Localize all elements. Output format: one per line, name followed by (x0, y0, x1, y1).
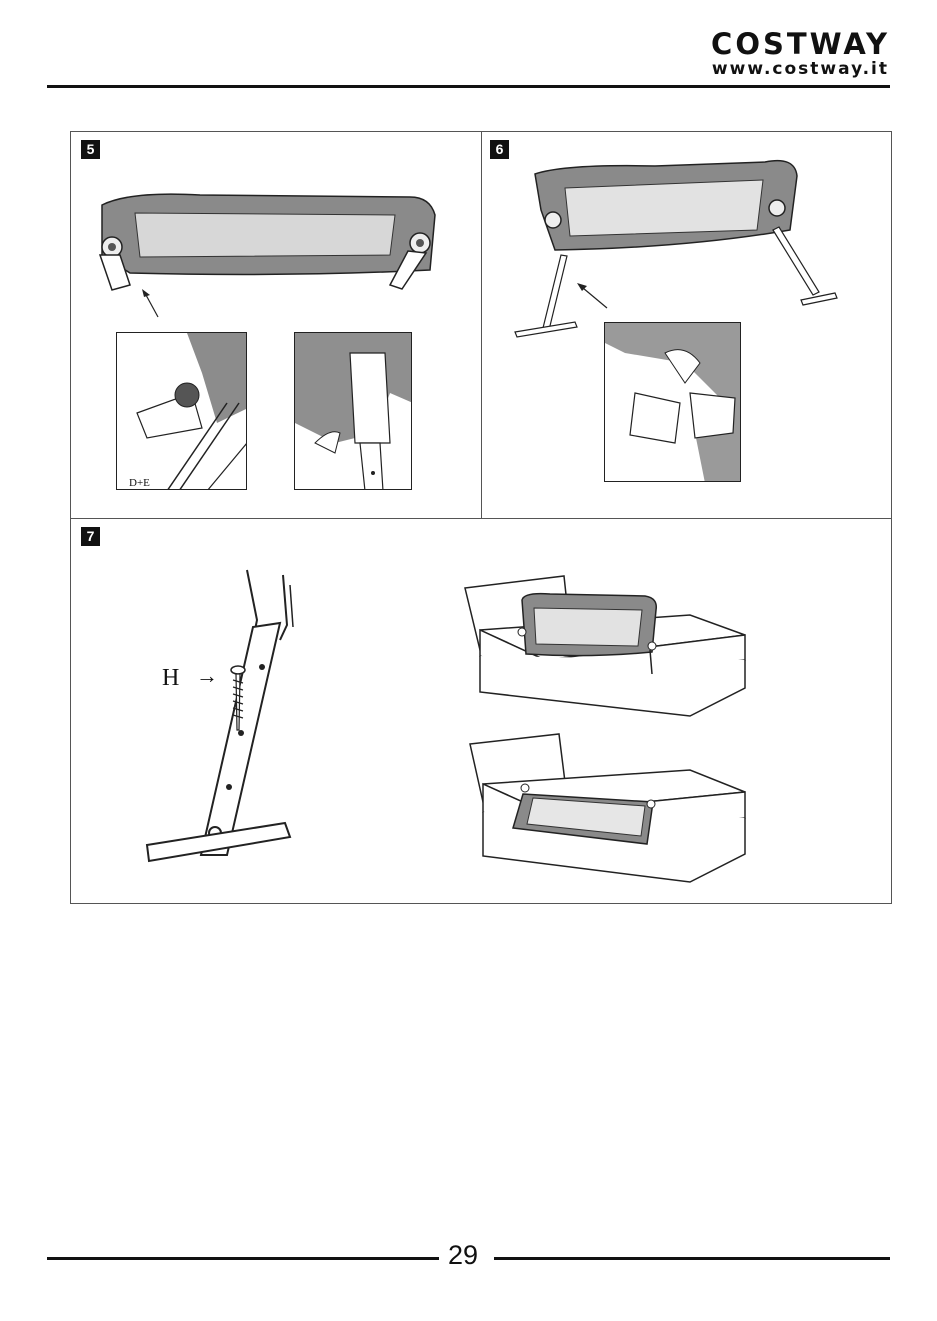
website-url: www.costway.it (712, 61, 889, 78)
footer-rule-right (494, 1257, 890, 1260)
page-number: 29 (448, 1240, 478, 1271)
step-6-detail (604, 322, 741, 482)
step-7-bed-rail-folded-illustration (465, 732, 755, 888)
brand-logo: COSTWAY (711, 30, 890, 59)
footer-rule-left (47, 1257, 439, 1260)
header-rule (47, 85, 890, 88)
step-5-detail-left: D+E (116, 332, 247, 490)
part-label-h: H (162, 665, 179, 692)
step-5-bed-rail-illustration (90, 185, 450, 325)
step-5-badge: 5 (81, 140, 100, 159)
step-7-leg-screw-illustration (135, 565, 310, 865)
step-5-detail-right (294, 332, 412, 490)
step-7-badge: 7 (81, 527, 100, 546)
arrow-icon: → (196, 663, 218, 689)
panel-divider-vertical (481, 132, 482, 518)
step-7-bed-rail-upright-illustration (460, 570, 755, 720)
step-6-bed-rail-illustration (505, 150, 845, 340)
part-label-de: D+E (129, 477, 150, 489)
panel-divider-horizontal (71, 518, 891, 519)
